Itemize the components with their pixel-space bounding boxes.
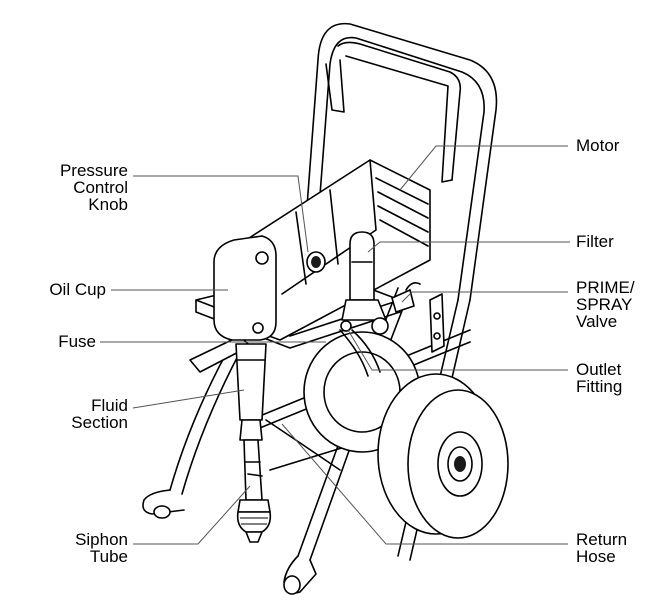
- label-fluid-section: Fluid Section: [4, 397, 128, 431]
- label-line: Return: [576, 530, 628, 549]
- label-line: PRIME/: [576, 278, 635, 297]
- outlet-fitting-part: [339, 320, 381, 377]
- label-oil-cup: Oil Cup: [4, 281, 106, 298]
- label-line: Filter: [576, 232, 614, 251]
- label-outlet-fitting: Outlet Fitting: [576, 361, 654, 395]
- fluid-section-part: [235, 343, 267, 441]
- label-line: Fuse: [58, 332, 96, 351]
- label-line: Control: [73, 178, 128, 197]
- label-line: Section: [71, 413, 128, 432]
- label-pressure-control-knob: Pressure Control Knob: [6, 162, 128, 213]
- pail-hook: [429, 293, 445, 353]
- label-line: Knob: [88, 195, 128, 214]
- label-line: Motor: [576, 136, 620, 155]
- filter-part: [341, 231, 389, 335]
- label-filter: Filter: [576, 233, 654, 250]
- label-line: SPRAY: [576, 295, 633, 314]
- label-line: Outlet: [576, 360, 622, 379]
- front-wheel: [377, 373, 509, 539]
- pressure-control-knob-part: [306, 251, 326, 273]
- label-line: Fitting: [576, 377, 623, 396]
- label-prime-spray-valve: PRIME/ SPRAY Valve: [576, 279, 656, 330]
- label-line: Siphon: [75, 530, 128, 549]
- label-motor: Motor: [576, 137, 654, 154]
- siphon-tube-part: [236, 439, 272, 543]
- label-line: Valve: [576, 312, 618, 331]
- motor-housing: [213, 159, 431, 341]
- label-line: Fluid: [91, 396, 128, 415]
- leader-lines: [100, 145, 570, 545]
- label-line: Oil Cup: [49, 280, 106, 299]
- label-siphon-tube: Siphon Tube: [4, 531, 128, 565]
- label-fuse: Fuse: [4, 333, 96, 350]
- label-line: Pressure: [59, 161, 128, 180]
- label-return-hose: Return Hose: [576, 531, 654, 565]
- label-line: Tube: [89, 547, 128, 566]
- label-line: Hose: [576, 547, 616, 566]
